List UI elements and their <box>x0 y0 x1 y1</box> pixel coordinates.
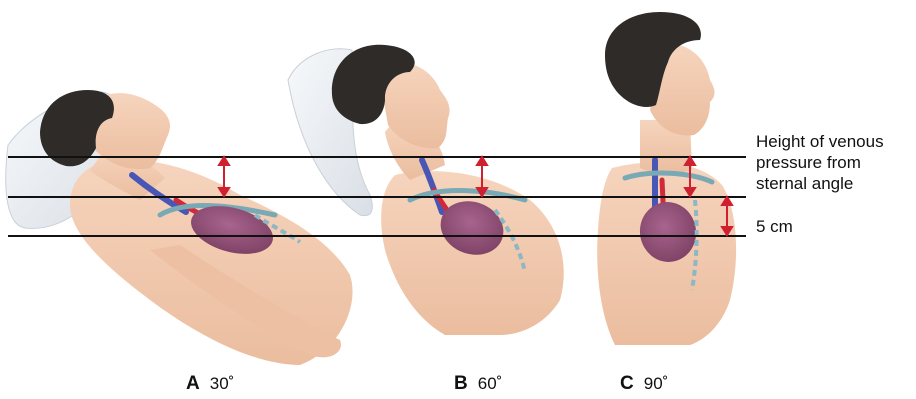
figure-a-reclined-30 <box>6 90 353 365</box>
arrow-a-venous-height <box>219 157 229 196</box>
figure-c-upright-90 <box>597 12 736 345</box>
venous-height-label-line-2: pressure from <box>756 152 914 173</box>
arrow-b-venous-height <box>477 157 487 196</box>
distance-label: 5 cm <box>756 216 793 237</box>
panel-label-b: B 60˚ <box>454 373 502 395</box>
panel-angle-b: 60˚ <box>478 374 503 393</box>
venous-height-label-line-3: sternal angle <box>756 173 914 194</box>
panel-label-a: A 30˚ <box>186 373 234 395</box>
venous-height-label: Height of venous pressure from sternal a… <box>756 131 914 194</box>
panel-label-c: C 90˚ <box>620 373 668 395</box>
panel-angle-a: 30˚ <box>210 374 235 393</box>
panel-letter-c: C <box>620 373 634 394</box>
venous-height-label-line-1: Height of venous <box>756 131 914 152</box>
panel-letter-a: A <box>186 373 200 394</box>
panel-angle-c: 90˚ <box>644 374 669 393</box>
panel-letter-b: B <box>454 373 468 394</box>
